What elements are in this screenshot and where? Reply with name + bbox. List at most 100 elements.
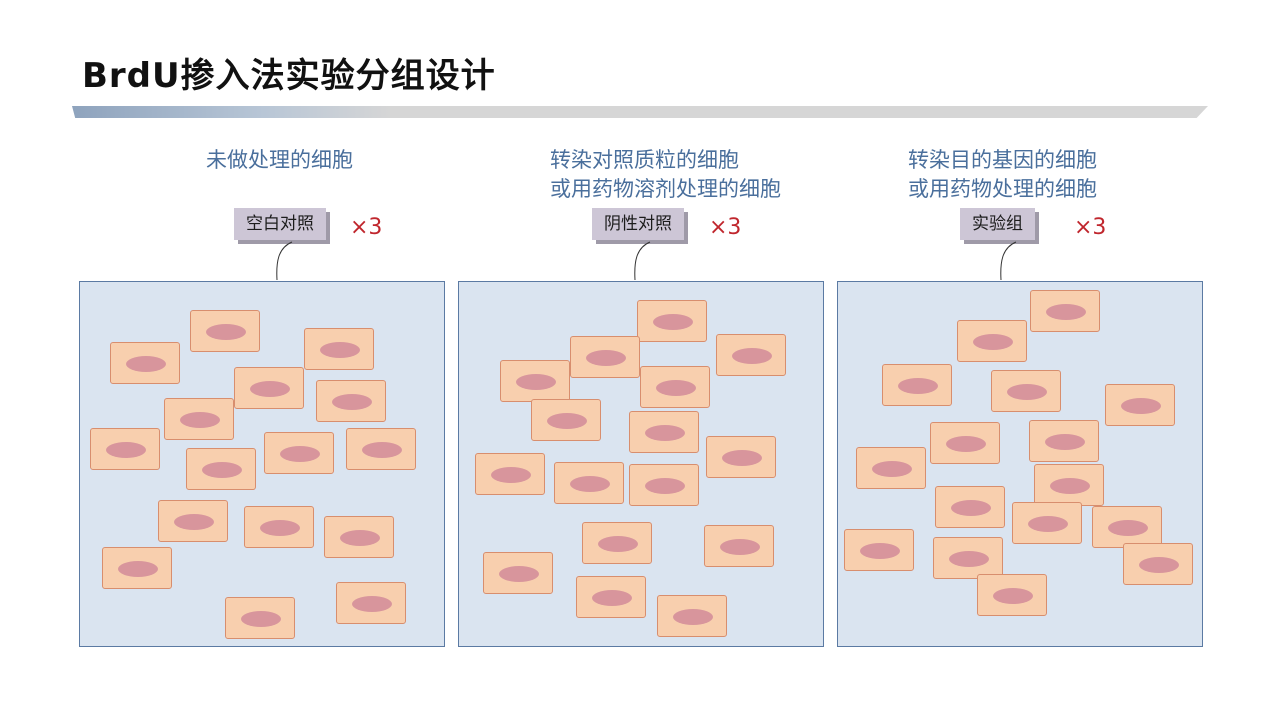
cell xyxy=(882,364,952,406)
cell xyxy=(935,486,1005,528)
cell xyxy=(264,432,334,474)
cell xyxy=(1034,464,1104,506)
group-1-multiplier: ×3 xyxy=(350,215,383,240)
cell-nucleus xyxy=(673,609,713,625)
cell xyxy=(483,552,553,594)
group-1-description: 未做处理的细胞 xyxy=(206,146,353,175)
group-3-tag: 实验组 xyxy=(960,208,1035,240)
cell-nucleus xyxy=(260,520,300,536)
cell-nucleus xyxy=(973,334,1013,350)
cell-nucleus xyxy=(180,412,220,428)
cell xyxy=(102,547,172,589)
cell-nucleus xyxy=(250,381,290,397)
cell-nucleus xyxy=(951,500,991,516)
cell-nucleus xyxy=(126,356,166,372)
group-3-desc-line-1: 转染目的基因的细胞 xyxy=(908,148,1097,172)
cell xyxy=(1012,502,1082,544)
group-3-desc-line-2: 或用药物处理的细胞 xyxy=(908,177,1097,201)
cell xyxy=(704,525,774,567)
cell-nucleus xyxy=(362,442,402,458)
cell xyxy=(570,336,640,378)
cell-nucleus xyxy=(280,446,320,462)
cell-nucleus xyxy=(720,539,760,555)
cell-nucleus xyxy=(1045,434,1085,450)
cell xyxy=(844,529,914,571)
cell-nucleus xyxy=(645,478,685,494)
cell-nucleus xyxy=(898,378,938,394)
cell xyxy=(977,574,1047,616)
cell xyxy=(640,366,710,408)
cell-nucleus xyxy=(722,450,762,466)
slide-title: BrdU掺入法实验分组设计 xyxy=(82,56,496,96)
cell xyxy=(1030,290,1100,332)
cell-nucleus xyxy=(645,425,685,441)
cell xyxy=(190,310,260,352)
group-2-tag: 阴性对照 xyxy=(592,208,684,240)
cell xyxy=(856,447,926,489)
cell xyxy=(1029,420,1099,462)
cell xyxy=(90,428,160,470)
cell xyxy=(346,428,416,470)
cell-nucleus xyxy=(241,611,281,627)
cell xyxy=(225,597,295,639)
cell xyxy=(244,506,314,548)
cell-nucleus xyxy=(118,561,158,577)
cell-nucleus xyxy=(352,596,392,612)
cell-nucleus xyxy=(570,476,610,492)
cell-nucleus xyxy=(516,374,556,390)
cell xyxy=(706,436,776,478)
cell xyxy=(1123,543,1193,585)
cell xyxy=(110,342,180,384)
cell-nucleus xyxy=(598,536,638,552)
cell xyxy=(336,582,406,624)
cell xyxy=(576,576,646,618)
group-1-tag: 空白对照 xyxy=(234,208,326,240)
cell xyxy=(716,334,786,376)
cell xyxy=(1105,384,1175,426)
cell-nucleus xyxy=(1050,478,1090,494)
cell xyxy=(304,328,374,370)
group-3-description: 转染目的基因的细胞 或用药物处理的细胞 xyxy=(908,146,1097,204)
cell xyxy=(500,360,570,402)
cell xyxy=(324,516,394,558)
group-2-leader-line xyxy=(634,241,651,281)
cell-nucleus xyxy=(547,413,587,429)
cell xyxy=(629,464,699,506)
cell xyxy=(475,453,545,495)
cell-nucleus xyxy=(732,348,772,364)
cell-nucleus xyxy=(1139,557,1179,573)
cell-nucleus xyxy=(202,462,242,478)
group-2-multiplier: ×3 xyxy=(709,215,742,240)
cell xyxy=(158,500,228,542)
cell-nucleus xyxy=(320,342,360,358)
cell-nucleus xyxy=(586,350,626,366)
title-underline-accent xyxy=(72,106,392,118)
group-1-leader-line xyxy=(276,241,293,281)
group-3-culture-dish xyxy=(837,281,1203,647)
group-2-desc-line-1: 转染对照质粒的细胞 xyxy=(550,148,739,172)
group-1-desc-line-1: 未做处理的细胞 xyxy=(206,148,353,172)
cell-nucleus xyxy=(860,543,900,559)
cell xyxy=(186,448,256,490)
cell xyxy=(991,370,1061,412)
cell-nucleus xyxy=(491,467,531,483)
cell-nucleus xyxy=(1028,516,1068,532)
cell xyxy=(629,411,699,453)
cell-nucleus xyxy=(1007,384,1047,400)
cell xyxy=(637,300,707,342)
cell xyxy=(531,399,601,441)
cell-nucleus xyxy=(1108,520,1148,536)
group-1-culture-dish xyxy=(79,281,445,647)
cell-nucleus xyxy=(656,380,696,396)
cell-nucleus xyxy=(332,394,372,410)
cell xyxy=(957,320,1027,362)
cell-nucleus xyxy=(949,551,989,567)
cell xyxy=(164,398,234,440)
group-2-culture-dish xyxy=(458,281,824,647)
group-2-description: 转染对照质粒的细胞 或用药物溶剂处理的细胞 xyxy=(550,146,781,204)
cell-nucleus xyxy=(174,514,214,530)
cell-nucleus xyxy=(1121,398,1161,414)
cell xyxy=(316,380,386,422)
cell-nucleus xyxy=(993,588,1033,604)
cell xyxy=(930,422,1000,464)
